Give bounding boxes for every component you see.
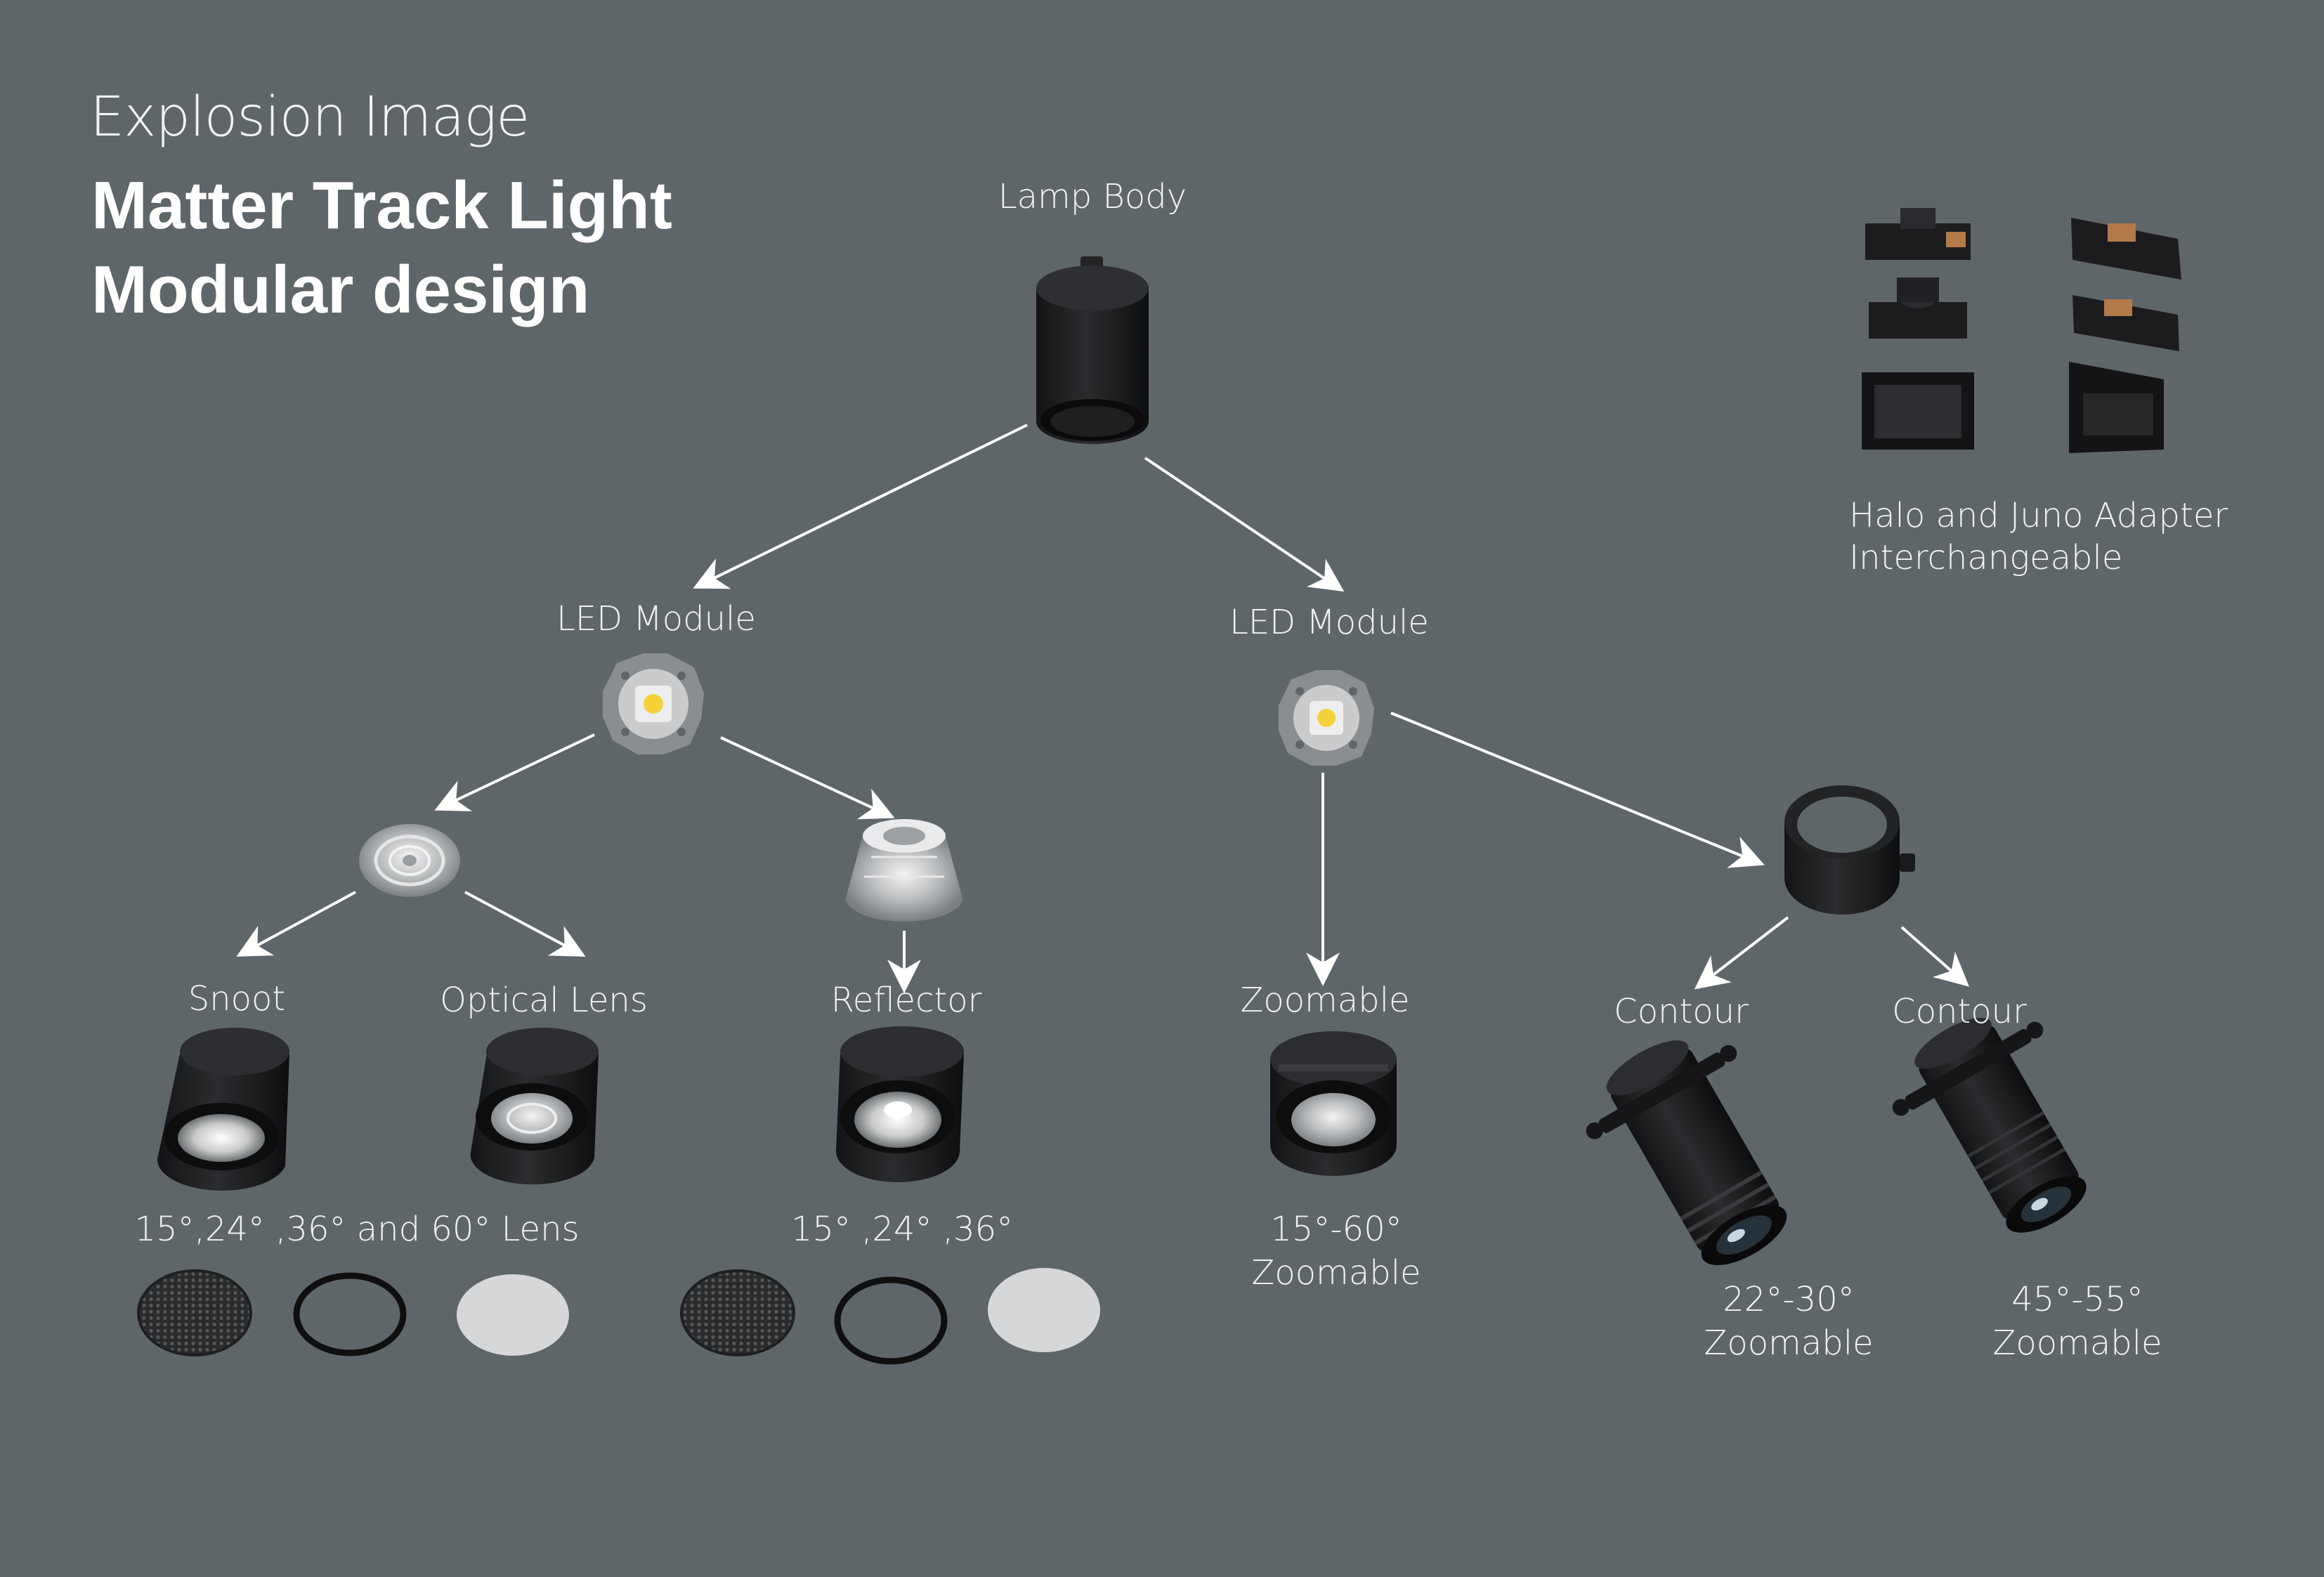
optical-lens-label: Optical Lens bbox=[440, 981, 648, 1020]
arrow-led-left-to-reflector-part bbox=[720, 736, 895, 820]
lamp-body-illustration bbox=[1036, 256, 1149, 444]
contour-right-range-caption: 45°-55° bbox=[2011, 1280, 2143, 1319]
honeycomb-louver bbox=[680, 1269, 795, 1356]
zoomable-label: Zoomable bbox=[1240, 981, 1410, 1020]
zoom-word-caption: Zoomable bbox=[1251, 1253, 1421, 1293]
eyebrow-label: Explosion Image bbox=[90, 86, 530, 149]
contour-right-word-caption: Zoomable bbox=[1992, 1323, 2162, 1363]
zoom-ring-part-illustration bbox=[1784, 785, 1915, 915]
lens-options-caption: 15°,24° ,36° and 60° Lens bbox=[134, 1210, 580, 1249]
optical-lens-fixture-illustration bbox=[470, 1028, 599, 1185]
accessories-reflector-group bbox=[680, 1268, 1100, 1365]
arrow-lens-to-optical bbox=[464, 891, 586, 957]
zoom-range-caption: 15°-60° bbox=[1270, 1210, 1402, 1249]
zoomable-fixture-illustration bbox=[1270, 1031, 1397, 1176]
arrow-led-right-to-ring bbox=[1390, 712, 1765, 868]
contour-left-label: Contour bbox=[1614, 992, 1749, 1031]
arrow-ring-to-contour-right bbox=[1900, 926, 1970, 987]
reflector-label: Reflector bbox=[830, 981, 982, 1020]
page-title-line2: Modular design bbox=[91, 252, 590, 327]
halo-adapter-stack bbox=[1862, 208, 1974, 450]
page-title-line1: Matter Track Light bbox=[91, 168, 672, 243]
arrow-ring-to-contour-left bbox=[1694, 916, 1789, 990]
led-module-left-label: LED Module bbox=[556, 599, 756, 639]
reflector-part-illustration bbox=[846, 819, 962, 922]
reflector-fixture-illustration bbox=[835, 1026, 964, 1183]
adapter-caption-line2: Interchangeable bbox=[1849, 538, 2123, 577]
arrow-body-to-led-left bbox=[693, 424, 1028, 589]
contour-left-fixture-illustration bbox=[1586, 1040, 1787, 1266]
contour-left-range-caption: 22°-30° bbox=[1723, 1280, 1855, 1319]
halo-juno-adapters-illustration bbox=[1862, 208, 2181, 453]
led-module-left-illustration bbox=[603, 653, 704, 754]
optical-lens-part-illustration bbox=[359, 824, 460, 897]
arrow-led-left-to-lens bbox=[434, 733, 595, 811]
retaining-ring bbox=[293, 1272, 407, 1356]
arrow-lens-to-snoot bbox=[236, 891, 356, 957]
arrow-body-to-led-right bbox=[1144, 457, 1345, 592]
lamp-body-label: Lamp Body bbox=[998, 177, 1187, 216]
juno-adapter-stack bbox=[2069, 218, 2181, 453]
contour-left-word-caption: Zoomable bbox=[1704, 1323, 1874, 1363]
reflector-options-caption: 15° ,24° ,36° bbox=[790, 1210, 1014, 1249]
diffuser-disc bbox=[457, 1274, 569, 1356]
contour-right-fixture-illustration bbox=[1892, 1017, 2087, 1233]
led-module-right-illustration bbox=[1279, 670, 1374, 766]
diffuser-disc bbox=[988, 1268, 1100, 1352]
contour-right-label: Contour bbox=[1892, 992, 2027, 1031]
accessories-lens-group bbox=[137, 1269, 569, 1356]
snoot-label: Snoot bbox=[188, 979, 286, 1019]
retaining-ring bbox=[834, 1276, 948, 1365]
honeycomb-louver bbox=[137, 1269, 252, 1356]
snoot-fixture-illustration bbox=[157, 1028, 289, 1191]
adapter-caption-line1: Halo and Juno Adapter bbox=[1849, 496, 2228, 535]
led-module-right-label: LED Module bbox=[1229, 603, 1429, 642]
arrows bbox=[236, 424, 1970, 993]
